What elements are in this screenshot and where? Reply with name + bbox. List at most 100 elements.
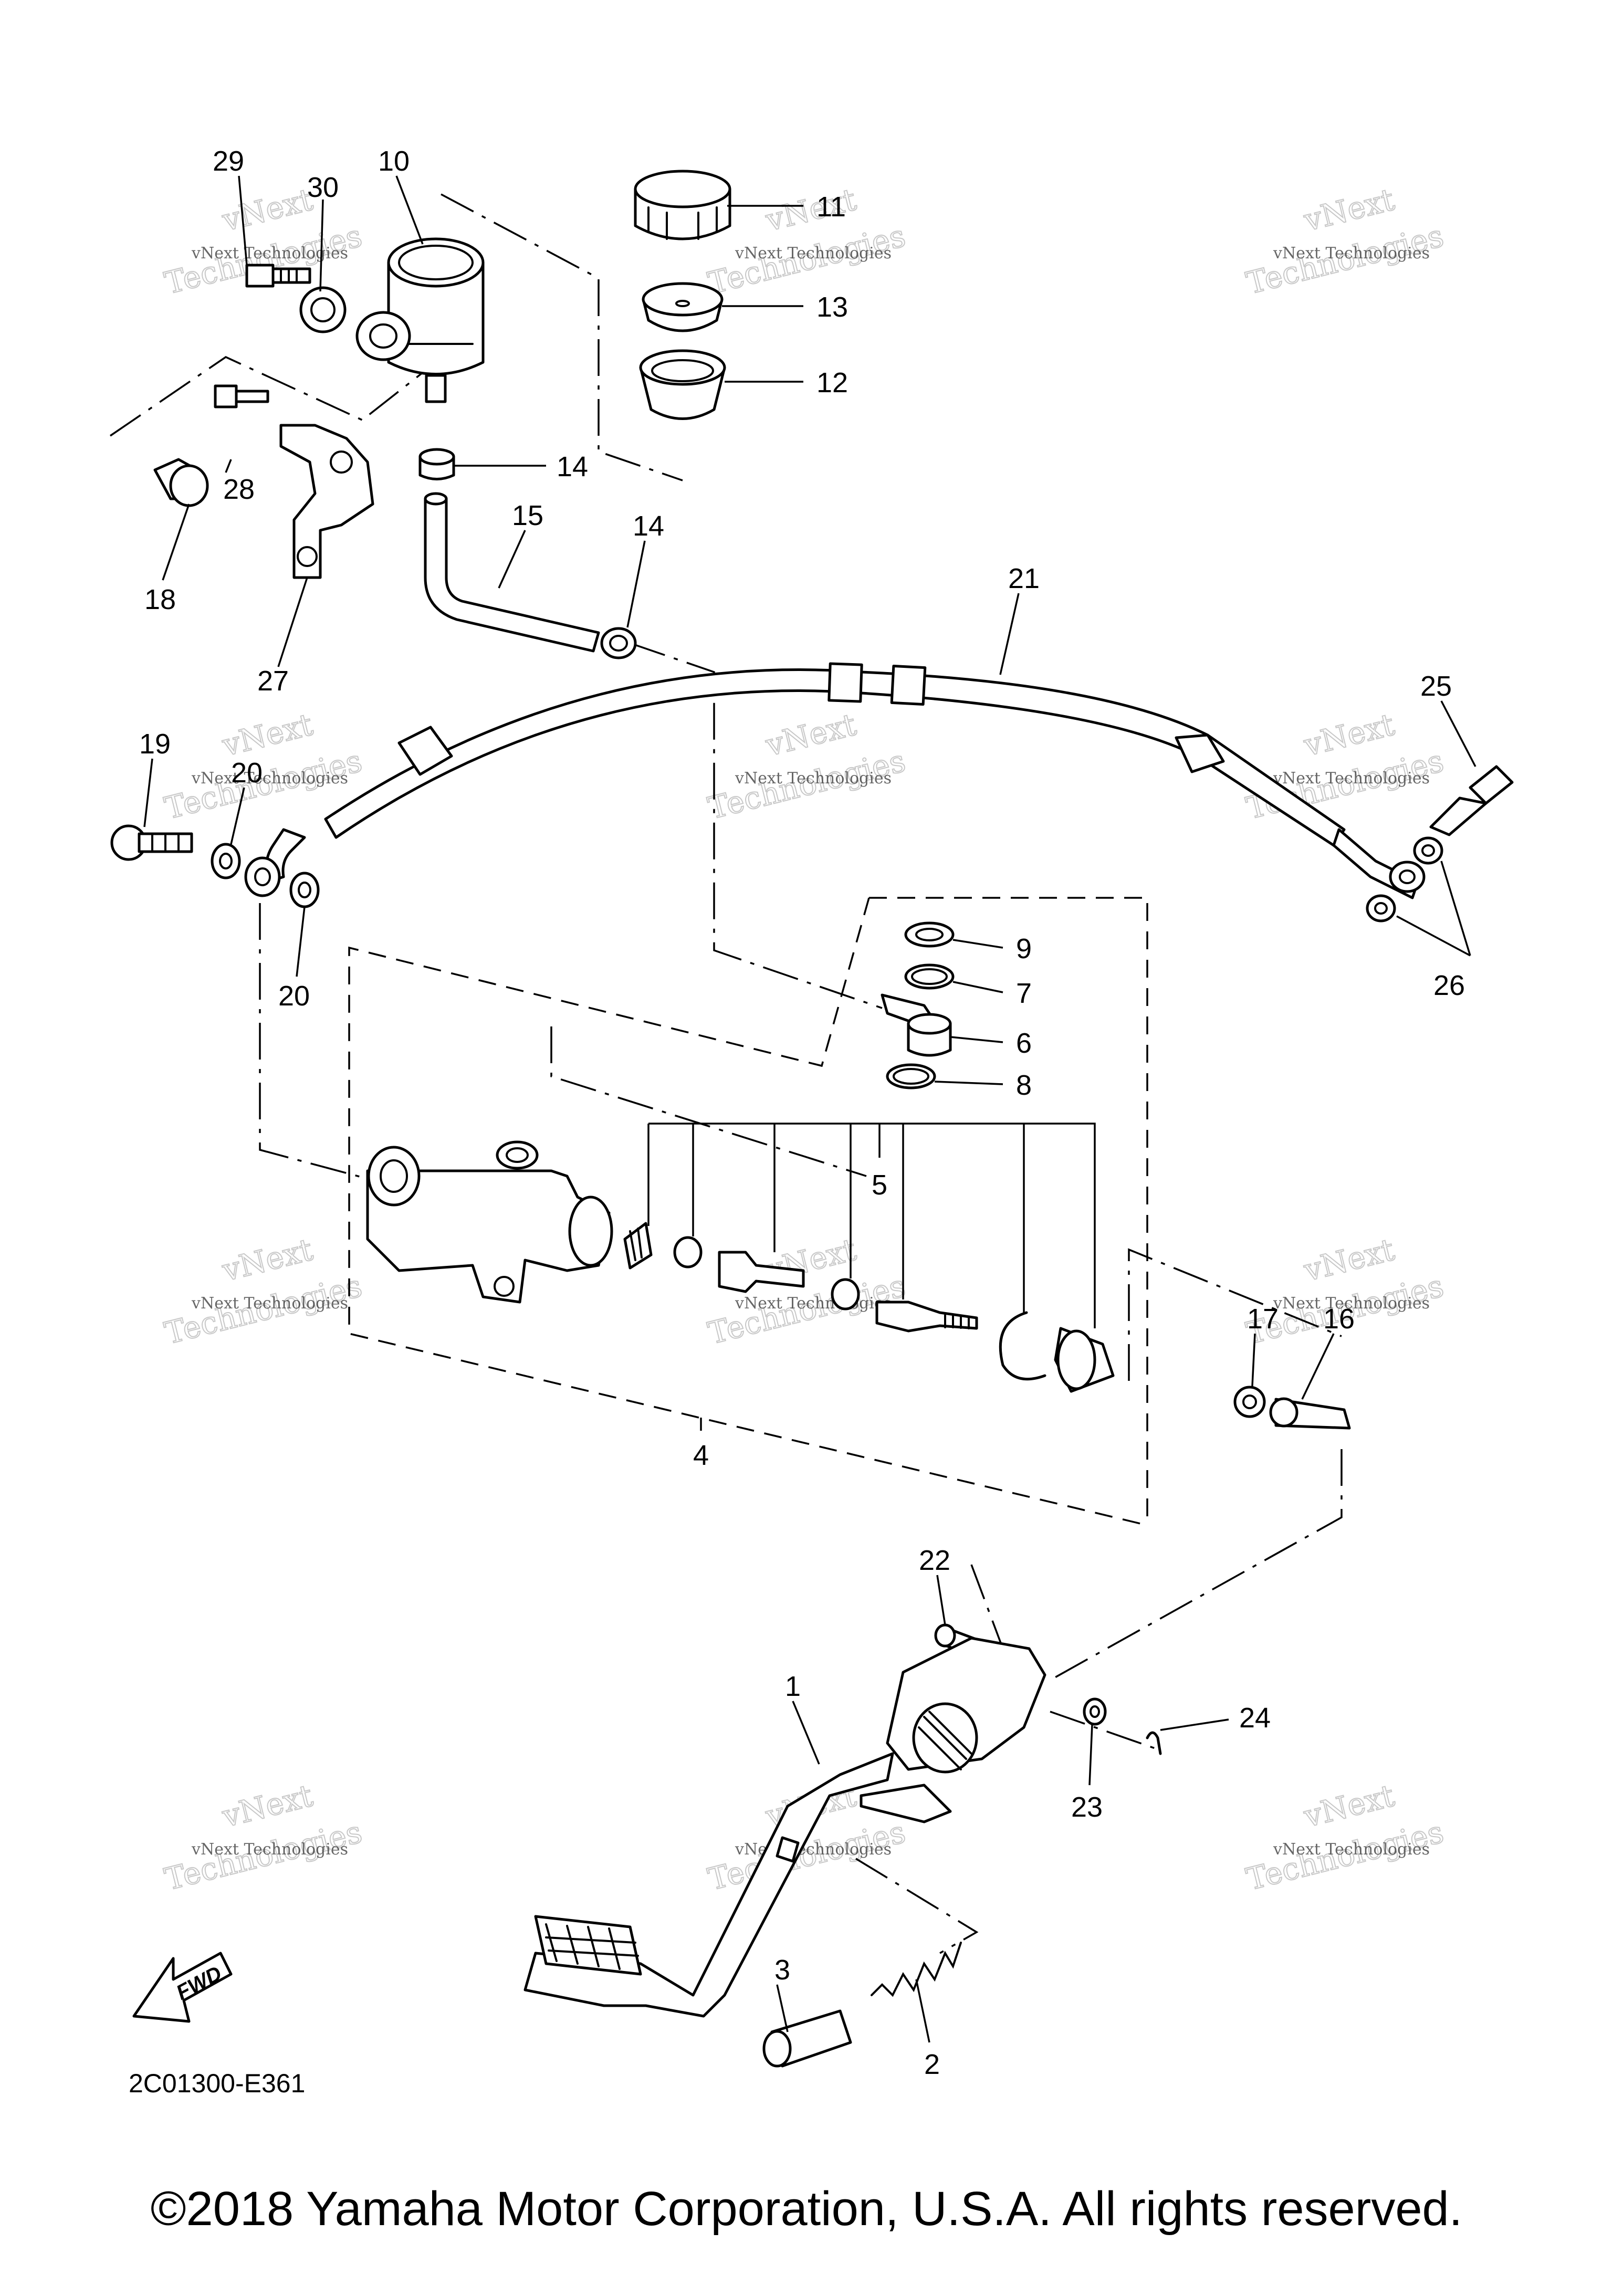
pedal-washer [1083, 1697, 1107, 1726]
callout-7: 7 [1016, 978, 1032, 1009]
svg-text:vNext Technologies: vNext Technologies [1273, 1294, 1430, 1313]
copper-washer [289, 872, 320, 908]
watermark: Technologies vNext vNext Technologies [161, 1777, 366, 1898]
watermark: Technologies vNext vNext Technologies [1242, 1777, 1448, 1898]
bracket-bolt [214, 384, 269, 408]
union-group-line [630, 642, 883, 1009]
kit-box-4-outline [348, 897, 1148, 1526]
return-spring [871, 1942, 962, 1997]
reservoir-bracket [279, 424, 374, 579]
pedal-sleeve [762, 2009, 852, 2068]
clevis [1269, 1397, 1351, 1430]
hose-joint-6 [881, 993, 952, 1057]
svg-text:vNext Technologies: vNext Technologies [191, 1840, 348, 1859]
fwd-arrow: FWD [132, 1952, 233, 2023]
callout-28: 28 [223, 474, 255, 505]
svg-text:vNext: vNext [1300, 707, 1398, 763]
collar [153, 458, 209, 507]
hose-clip-upper [418, 448, 455, 480]
svg-text:vNext: vNext [1300, 1778, 1398, 1834]
callout-10: 10 [378, 145, 410, 177]
spring-group-line [855, 1858, 979, 1954]
union-bolt-25 [1429, 765, 1514, 836]
parts [110, 170, 1514, 2068]
svg-text:vNext Technologies: vNext Technologies [191, 1294, 348, 1313]
reservoir-cap-group-line [441, 193, 683, 481]
callout-13: 13 [816, 291, 848, 323]
svg-text:vNext: vNext [1300, 182, 1398, 238]
callout-1: 1 [785, 1671, 801, 1702]
callout-29: 29 [213, 145, 244, 177]
grommet-9 [904, 921, 955, 948]
copper-washer [1413, 836, 1443, 865]
banjo-eye [1389, 861, 1426, 893]
svg-text:vNext Technologies: vNext Technologies [1273, 244, 1430, 263]
reservoir-grommet [299, 286, 347, 333]
cotter-pin [1146, 1731, 1162, 1755]
diagram-ref-code: 2C01300-E361 [129, 2069, 305, 2098]
callout-21: 21 [1008, 563, 1040, 594]
callout-17: 17 [1247, 1303, 1279, 1335]
callout-27: 27 [257, 665, 289, 697]
reservoir-hose [424, 492, 600, 653]
watermark: Technologies vNext vNext Technologies [704, 1231, 909, 1352]
callout-20-upper: 20 [231, 757, 263, 789]
svg-text:vNext: vNext [218, 182, 316, 238]
svg-text:vNext Technologies: vNext Technologies [1273, 1840, 1430, 1859]
reservoir-tank [355, 237, 485, 403]
banjo-eye [244, 856, 281, 897]
svg-text:vNext: vNext [1300, 1232, 1398, 1288]
callout-16: 16 [1323, 1303, 1355, 1335]
callout-3: 3 [774, 1954, 790, 1986]
hose-clip-lower [600, 627, 637, 659]
copyright-notice: ©2018 Yamaha Motor Corporation, U.S.A. A… [150, 2182, 1463, 2236]
svg-text:vNext Technologies: vNext Technologies [735, 1840, 892, 1859]
svg-text:vNext Technologies: vNext Technologies [735, 769, 892, 788]
callout-12: 12 [816, 367, 848, 399]
pin-group-line [1050, 1711, 1156, 1749]
watermarks: Technologies vNext vNext Technologies Te… [161, 181, 1448, 1898]
inlet-group-line [550, 1026, 867, 1177]
callout-20-lower: 20 [278, 980, 310, 1012]
callout-9: 9 [1016, 933, 1032, 964]
grouping-lines [110, 193, 1343, 1954]
watermark: Technologies vNext vNext Technologies [161, 1231, 366, 1352]
callout-19: 19 [139, 728, 171, 760]
piston-kit [623, 1222, 1115, 1393]
svg-text:vNext Technologies: vNext Technologies [735, 244, 892, 263]
circlip-7 [904, 963, 955, 990]
callout-8: 8 [1016, 1070, 1032, 1101]
svg-text:vNext Technologies: vNext Technologies [1273, 769, 1430, 788]
callout-24: 24 [1239, 1702, 1271, 1734]
callout-14-upper: 14 [557, 451, 588, 483]
banjo-group-line [259, 903, 368, 1180]
watermark: Technologies vNext vNext Technologies [704, 706, 909, 827]
kit-box-4-right [869, 897, 1148, 1525]
reservoir-bolt [245, 264, 311, 288]
callout-11: 11 [816, 191, 846, 223]
copper-washer [211, 843, 241, 879]
rod-pedal-group-line [1050, 1449, 1343, 1681]
callout-6: 6 [1016, 1028, 1032, 1059]
callout-2: 2 [924, 2049, 940, 2080]
svg-text:vNext Technologies: vNext Technologies [191, 769, 348, 788]
callout-15: 15 [512, 500, 543, 531]
callout-26: 26 [1433, 970, 1465, 1001]
watermark: Technologies vNext vNext Technologies [1242, 706, 1448, 827]
o-ring-8 [886, 1063, 936, 1089]
diaphragm-plate [642, 282, 724, 332]
watermark: Technologies vNext vNext Technologies [1242, 181, 1448, 302]
svg-text:vNext Technologies: vNext Technologies [191, 244, 348, 263]
clevis-group-line [970, 1564, 1004, 1649]
bracket-group-line [110, 355, 437, 437]
master-cylinder-body [366, 1140, 613, 1304]
leader-lines [143, 175, 1476, 2043]
rod-group-line [1128, 1248, 1342, 1381]
svg-text:vNext Technologies: vNext Technologies [735, 1294, 892, 1313]
svg-text:vNext: vNext [218, 707, 316, 763]
callout-14-lower: 14 [633, 510, 664, 542]
svg-text:vNext: vNext [762, 707, 860, 763]
callout-22: 22 [919, 1545, 950, 1576]
watermark: Technologies vNext vNext Technologies [704, 181, 909, 302]
